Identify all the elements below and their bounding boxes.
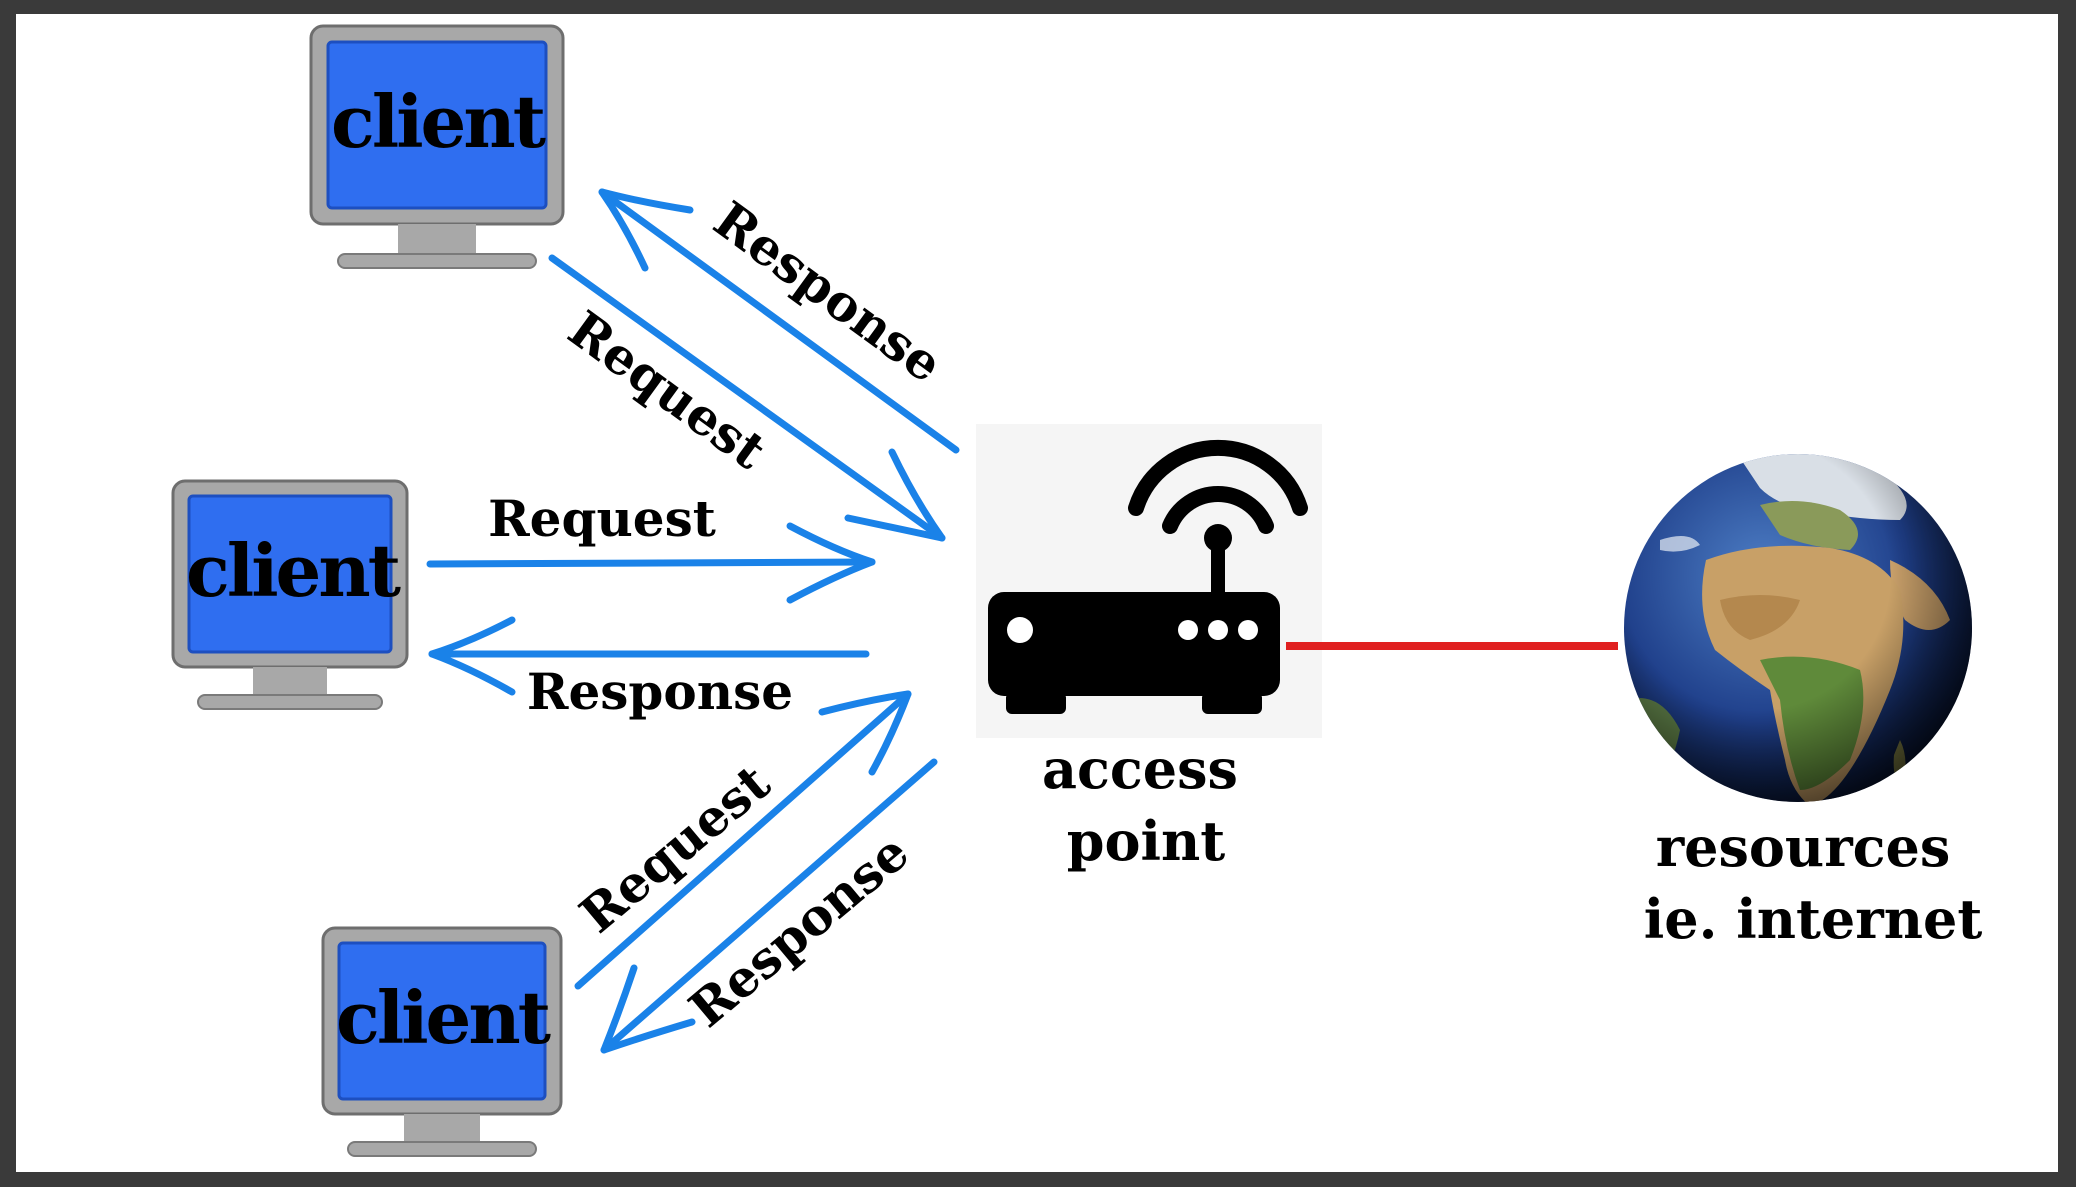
client-label: client <box>336 975 551 1060</box>
access-point-label-line2: point <box>1067 809 1226 873</box>
client-label: client <box>186 528 401 613</box>
router-icon <box>976 424 1322 738</box>
response-label-middle: Response <box>527 662 793 721</box>
client-monitor-3: client <box>321 926 563 1157</box>
access-point-label-line1: access <box>1042 737 1238 801</box>
request-arrow-top <box>548 254 946 542</box>
request-label-middle: Request <box>488 489 716 548</box>
response-arrow-top <box>598 188 960 454</box>
client-monitor-1: client <box>309 24 565 269</box>
resources-label-line1: resources <box>1656 815 1951 879</box>
request-arrow-bottom <box>574 690 912 990</box>
client-label: client <box>331 79 546 164</box>
request-arrow-middle <box>426 522 876 604</box>
globe-icon <box>1624 454 1972 802</box>
resources-label-line2: ie. internet <box>1644 887 1983 951</box>
response-arrow-middle <box>428 616 870 696</box>
client-monitor-2: client <box>171 479 409 710</box>
response-arrow-bottom <box>600 758 938 1054</box>
